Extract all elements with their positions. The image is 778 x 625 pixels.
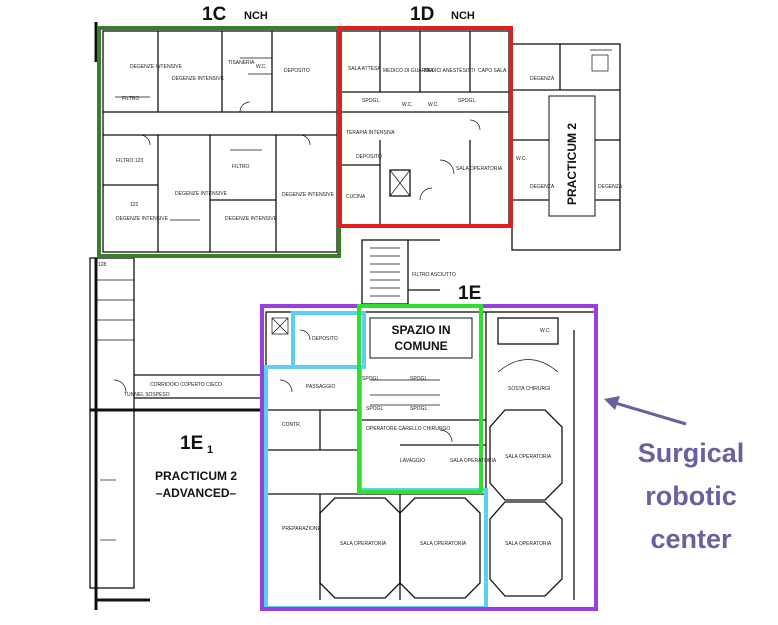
- room-label: SPOGL.: [362, 376, 381, 382]
- zone-1d-suffix: NCH: [451, 10, 475, 22]
- surgical-robotic-center-callout: Surgical robotic center: [626, 432, 756, 561]
- room-label: SALA OPERATORIA: [340, 541, 387, 547]
- room-label: W.C.: [402, 102, 413, 108]
- room-label: DEGENZA: [530, 184, 555, 190]
- room-label: W.C.: [540, 328, 551, 334]
- zone-1e-outline: [357, 304, 483, 494]
- room-label: TISANERIA: [228, 60, 255, 66]
- room-label: SPOGL.: [366, 406, 385, 412]
- room-label: SPOGL.: [410, 406, 429, 412]
- room-label: FILTRO 123: [116, 158, 143, 164]
- room-label: SPOGL.: [458, 98, 477, 104]
- callout-line3: center: [650, 524, 732, 554]
- common-space-line2: COMUNE: [394, 339, 447, 353]
- room-label: W.C.: [428, 102, 439, 108]
- room-label: CONTR.: [282, 422, 301, 428]
- room-label: TUNNEL SOSPESO: [124, 392, 170, 398]
- room-labels: DEGENZE INTENSIVE DEGENZE INTENSIVE TISA…: [98, 60, 623, 547]
- room-label: 128: [98, 262, 107, 268]
- room-label: MEDICI ANESTESISTI: [424, 68, 475, 74]
- wing-1c-walls: [94, 22, 338, 253]
- room-label: MEDICO DI GUARDIA: [383, 68, 434, 74]
- room-label: DEGENZE INTENSIVE: [282, 192, 335, 198]
- room-label: LAVAGGIO: [400, 458, 425, 464]
- zone-1e-code: 1E: [458, 283, 481, 304]
- room-label: CORRIDOIO COPERTO CIECO: [150, 382, 222, 388]
- callout-line1: Surgical: [637, 438, 745, 468]
- room-label: DEGENZE INTENSIVE: [116, 216, 169, 222]
- room-label: SALA ATTESA: [348, 66, 381, 72]
- zone-1d-outline: [338, 26, 513, 228]
- room-label: OPERATORE CARELLO CHIRURGO: [366, 426, 450, 432]
- room-label: DEGENZA: [530, 76, 555, 82]
- zone-1e1-sub: 1: [207, 444, 213, 456]
- callout-line2: robotic: [645, 481, 737, 511]
- room-label: DEGENZE INTENSIVE: [172, 76, 225, 82]
- zone-1c-code: 1C: [202, 4, 227, 25]
- room-label: DEGENZE INTENSIVE: [130, 64, 183, 70]
- room-label: TERAPIA INTENSIVA: [346, 130, 395, 136]
- room-label: W.C.: [256, 64, 267, 70]
- room-label: FILTRO: [122, 96, 140, 102]
- room-label: SALA OPERATORIA: [505, 454, 552, 460]
- room-label: PASSAGGIO: [306, 384, 335, 390]
- zone-1c-suffix: NCH: [244, 10, 268, 22]
- zone-1d-code: 1D: [410, 4, 434, 25]
- room-label: FILTRO ASCIUTTO: [412, 272, 456, 278]
- zone-1e1-code: 1E: [180, 433, 203, 454]
- room-label: W.C.: [516, 156, 527, 162]
- room-label: CUCINA: [346, 194, 366, 200]
- callout-arrow: [604, 396, 687, 426]
- room-label: DEPOSITO: [312, 336, 338, 342]
- room-label: SALA OPERATORIA: [456, 166, 503, 172]
- room-label: 122: [130, 202, 139, 208]
- room-label: CAPO SALA: [478, 68, 507, 74]
- room-label: PREPARAZIONE: [282, 526, 321, 532]
- zone-1e1-line2: –ADVANCED–: [156, 486, 237, 500]
- practicum-label-box: PRACTICUM 2: [548, 95, 596, 217]
- zone-1e1-line1: PRACTICUM 2: [155, 469, 237, 483]
- room-label: SALA OPERATORIA: [420, 541, 467, 547]
- room-label: DEGENZA: [598, 184, 623, 190]
- room-label: DEPOSITO: [284, 68, 310, 74]
- common-space-label-box: SPAZIO IN COMUNE: [369, 317, 473, 359]
- wing-1d-walls: [340, 30, 510, 227]
- room-label: SPOGL.: [362, 98, 381, 104]
- room-label: FILTRO: [232, 164, 250, 170]
- room-label: SOSTA CHIRURGI: [508, 386, 550, 392]
- room-label: SPOGL.: [410, 376, 429, 382]
- common-space-line1: SPAZIO IN: [391, 323, 450, 337]
- left-corridor: [89, 257, 265, 610]
- practicum-label: PRACTICUM 2: [565, 123, 579, 205]
- room-label: DEGENZE INTENSIVE: [175, 191, 228, 197]
- room-label: SALA OPERATORIA: [505, 541, 552, 547]
- room-label: SALA OPERATORIA: [450, 458, 497, 464]
- room-label: DEPOSITO: [356, 154, 382, 160]
- room-label: DEGENZE INTENSIVE: [225, 216, 278, 222]
- zone-1e1-label: 1E 1 PRACTICUM 2 –ADVANCED–: [155, 433, 237, 500]
